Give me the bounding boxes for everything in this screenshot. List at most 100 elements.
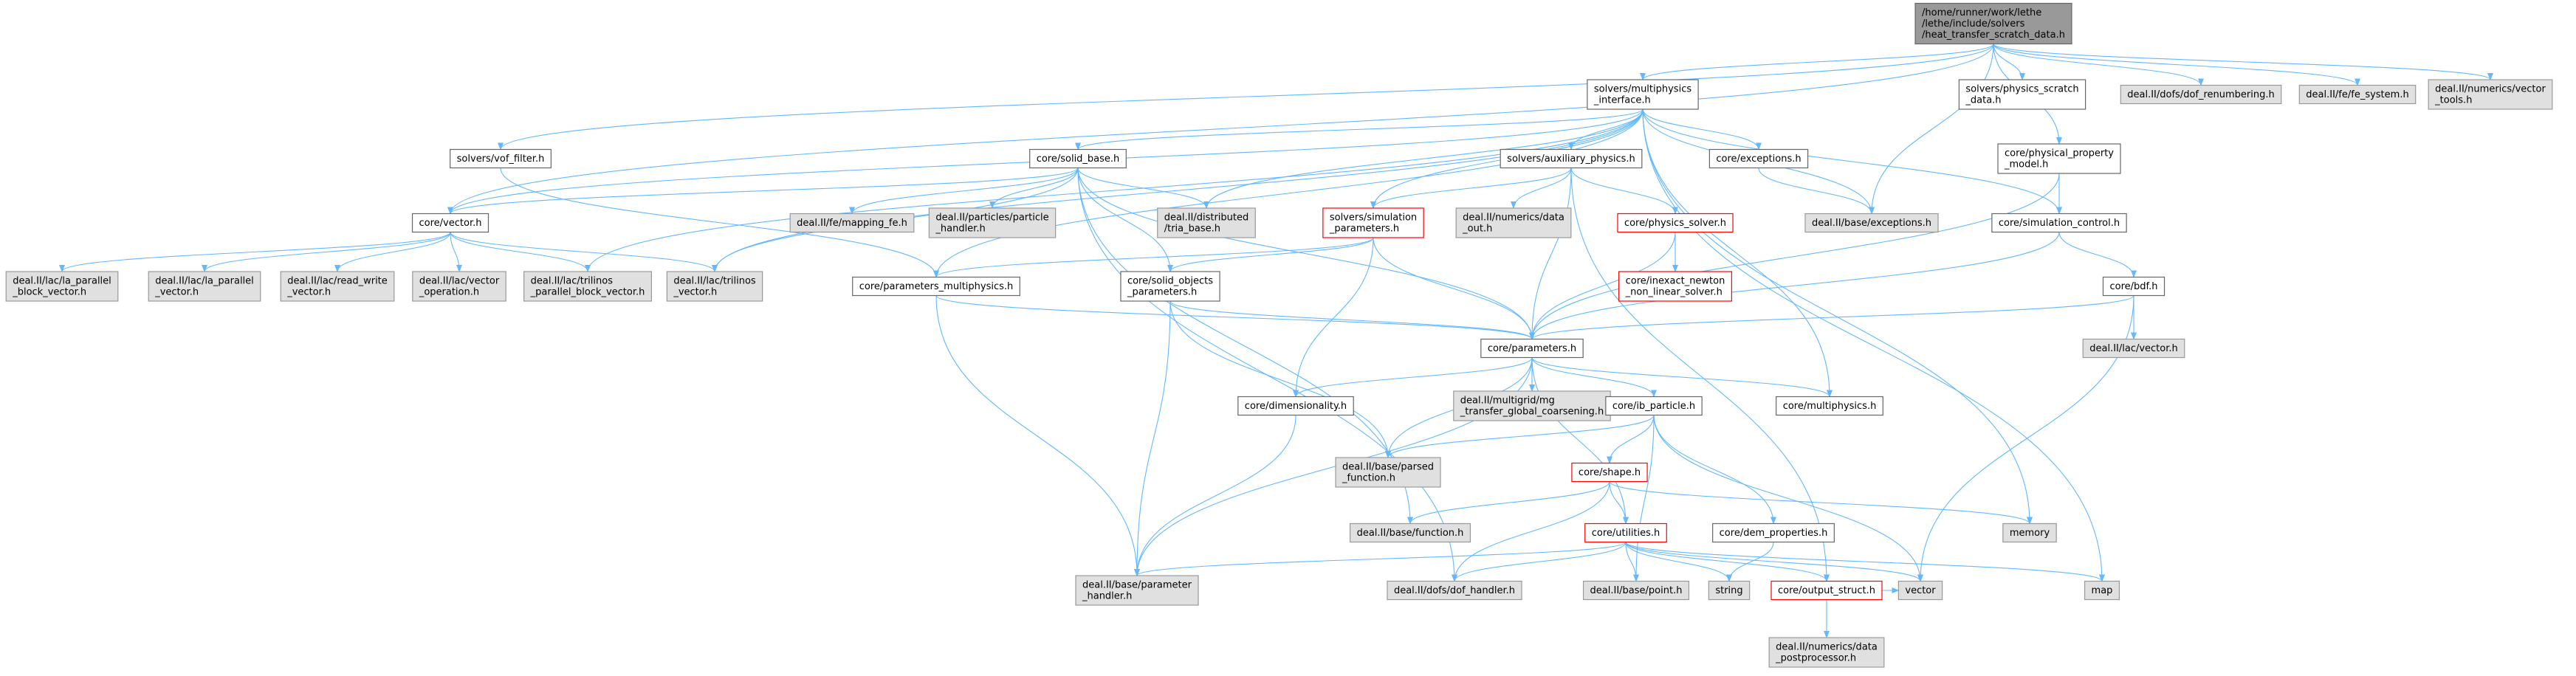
- node-vector-tools[interactable]: deal.II/numerics/vector_tools.h: [2428, 79, 2553, 110]
- edge-multiphysics-interface-to-simulation-control: [1642, 108, 2062, 215]
- edge-simulation-control-to-parameters: [1529, 232, 2060, 340]
- node-exceptions-core[interactable]: core/exceptions.h: [1708, 148, 1809, 169]
- node-box: [411, 213, 490, 233]
- node-read-write-vector[interactable]: deal.II/lac/read_write_vector.h: [280, 271, 395, 302]
- node-trilinos-parallel-block-vector[interactable]: deal.II/lac/trilinos_parallel_block_vect…: [523, 271, 652, 302]
- node-box: [2102, 276, 2165, 297]
- node-box: [1335, 457, 1441, 488]
- node-base-exceptions[interactable]: deal.II/base/exceptions.h: [1804, 213, 1939, 233]
- node-simulation-control[interactable]: core/simulation_control.h: [1991, 213, 2127, 233]
- edge-shape-to-memory: [1609, 481, 2033, 525]
- node-vector-operation[interactable]: deal.II/lac/vector_operation.h: [412, 271, 506, 302]
- node-box: [1480, 338, 1584, 359]
- node-trilinos-vector[interactable]: deal.II/lac/trilinos_vector.h: [666, 271, 763, 302]
- node-dem-properties[interactable]: core/dem_properties.h: [1712, 522, 1835, 543]
- node-label: deal.II/numerics/data: [1776, 642, 1878, 653]
- node-tria-base[interactable]: deal.II/distributed/tria_base.h: [1157, 207, 1256, 238]
- node-utilities[interactable]: core/utilities.h: [1584, 522, 1667, 543]
- node-base-function[interactable]: deal.II/base/function.h: [1349, 522, 1471, 543]
- node-shape[interactable]: core/shape.h: [1571, 462, 1648, 483]
- node-lac-vector[interactable]: deal.II/lac/vector.h: [2082, 338, 2185, 359]
- node-data-postprocessor[interactable]: deal.II/numerics/data_postprocessor.h: [1768, 637, 1885, 668]
- node-box: [450, 148, 552, 169]
- node-box: [1571, 462, 1648, 483]
- node-label: _data.h: [1965, 95, 2001, 106]
- edge-core-vector-to-read-write-vector: [334, 232, 451, 272]
- node-label: _function.h: [1342, 473, 1395, 484]
- edge-multiphysics-interface-to-solid-base: [1075, 108, 1644, 151]
- edge-parameters-multiphysics-to-parameters: [935, 295, 1535, 340]
- node-box: [1712, 522, 1835, 543]
- node-box: [1958, 79, 2086, 110]
- node-label: deal.II/dofs/dof_renumbering.h: [2127, 89, 2275, 100]
- node-label: _parallel_block_vector.h: [530, 287, 645, 298]
- node-la-parallel-block-vector[interactable]: deal.II/lac/la_parallel_block_vector.h: [5, 271, 119, 302]
- edge-ib-particle-to-vector-std: [1653, 415, 1923, 582]
- node-label: /lethe/include/solvers: [1922, 18, 2025, 30]
- node-physical-property-model[interactable]: core/physical_property_model.h: [1997, 143, 2121, 174]
- node-la-parallel-vector[interactable]: deal.II/lac/la_parallel_vector.h: [148, 271, 261, 302]
- node-box: [5, 271, 119, 302]
- node-physics-scratch[interactable]: solvers/physics_scratch_data.h: [1958, 79, 2086, 110]
- node-label: solvers/auxiliary_physics.h: [1507, 154, 1635, 165]
- node-dimensionality[interactable]: core/dimensionality.h: [1237, 396, 1354, 416]
- node-parameters-multiphysics[interactable]: core/parameters_multiphysics.h: [852, 276, 1020, 297]
- node-point[interactable]: deal.II/base/point.h: [1582, 580, 1690, 601]
- node-physics-solver[interactable]: core/physics_solver.h: [1617, 213, 1734, 233]
- node-bdf[interactable]: core/bdf.h: [2102, 276, 2165, 297]
- node-label: _handler.h: [935, 224, 985, 235]
- node-solid-base[interactable]: core/solid_base.h: [1029, 148, 1127, 169]
- node-ib-particle[interactable]: core/ib_particle.h: [1605, 396, 1703, 416]
- node-label: /tria_base.h: [1164, 224, 1220, 235]
- edge-exceptions-core-to-base-exceptions: [1758, 168, 1875, 215]
- node-particle-handler[interactable]: deal.II/particles/particle_handler.h: [928, 207, 1057, 238]
- edge-utilities-to-map: [1625, 542, 2105, 582]
- node-fe-system[interactable]: deal.II/fe/fe_system.h: [2298, 84, 2417, 105]
- edge-shape-to-utilities: [1609, 481, 1629, 525]
- node-vof-filter[interactable]: solvers/vof_filter.h: [450, 148, 552, 169]
- edge-multiphysics-interface-to-parameters-multiphysics: [933, 108, 1644, 278]
- node-dof-handler[interactable]: deal.II/dofs/dof_handler.h: [1387, 580, 1522, 601]
- node-label: _tools.h: [2434, 95, 2472, 106]
- node-label: _postprocessor.h: [1775, 653, 1856, 664]
- node-solid-objects-parameters[interactable]: core/solid_objects_parameters.h: [1120, 271, 1220, 302]
- node-mg-transfer[interactable]: deal.II/multigrid/mg_transfer_global_coa…: [1453, 390, 1611, 421]
- node-box: [1500, 148, 1643, 169]
- edge-simulation-parameters-to-solid-objects-parameters: [1167, 237, 1374, 272]
- node-memory[interactable]: memory: [2002, 522, 2057, 543]
- edge-auxiliary-physics-to-numerics-data-out: [1511, 168, 1572, 209]
- node-multiphysics-interface[interactable]: solvers/multiphysics_interface.h: [1587, 79, 1699, 110]
- node-auxiliary-physics[interactable]: solvers/auxiliary_physics.h: [1500, 148, 1643, 169]
- node-dof-renumbering[interactable]: deal.II/dofs/dof_renumbering.h: [2120, 84, 2282, 105]
- node-vector-std[interactable]: vector: [1897, 580, 1943, 601]
- node-box: [1708, 580, 1751, 601]
- node-label: deal.II/base/parsed: [1342, 462, 1434, 473]
- node-label: deal.II/lac/vector: [419, 276, 500, 287]
- node-parameters[interactable]: core/parameters.h: [1480, 338, 1584, 359]
- node-parsed-function[interactable]: deal.II/base/parsed_function.h: [1335, 457, 1441, 488]
- edge-root-to-fe-system: [1993, 44, 2360, 86]
- edge-ib-particle-to-point: [1633, 415, 1655, 582]
- node-core-vector[interactable]: core/vector.h: [411, 213, 490, 233]
- edge-core-vector-to-vector-operation: [450, 232, 462, 272]
- node-label: deal.II/fe/mapping_fe.h: [797, 218, 907, 229]
- node-parameter-handler[interactable]: deal.II/base/parameter_handler.h: [1075, 575, 1199, 606]
- node-label: core/parameters.h: [1488, 343, 1576, 354]
- node-inexact-newton[interactable]: core/inexact_newton_non_linear_solver.h: [1618, 271, 1732, 302]
- node-label: core/solid_base.h: [1037, 154, 1120, 165]
- edge-root-to-vof-filter: [498, 44, 1994, 151]
- node-mapping-fe[interactable]: deal.II/fe/mapping_fe.h: [789, 213, 915, 233]
- edge-shape-to-base-function: [1407, 481, 1610, 525]
- node-root[interactable]: /home/runner/work/lethe/lethe/include/so…: [1914, 2, 2072, 45]
- node-core-multiphysics[interactable]: core/multiphysics.h: [1776, 396, 1883, 416]
- node-numerics-data-out[interactable]: deal.II/numerics/data_out.h: [1455, 207, 1572, 238]
- edge-multiphysics-interface-to-exceptions-core: [1642, 108, 1762, 151]
- node-simulation-parameters[interactable]: solvers/simulation_parameters.h: [1322, 207, 1424, 238]
- node-box: [1455, 207, 1572, 238]
- node-label: deal.II/fe/fe_system.h: [2306, 89, 2408, 100]
- node-box: [1605, 396, 1703, 416]
- node-map[interactable]: map: [2084, 580, 2120, 601]
- node-string[interactable]: string: [1708, 580, 1751, 601]
- node-output-struct[interactable]: core/output_struct.h: [1770, 580, 1883, 601]
- node-label: core/dem_properties.h: [1720, 528, 1828, 539]
